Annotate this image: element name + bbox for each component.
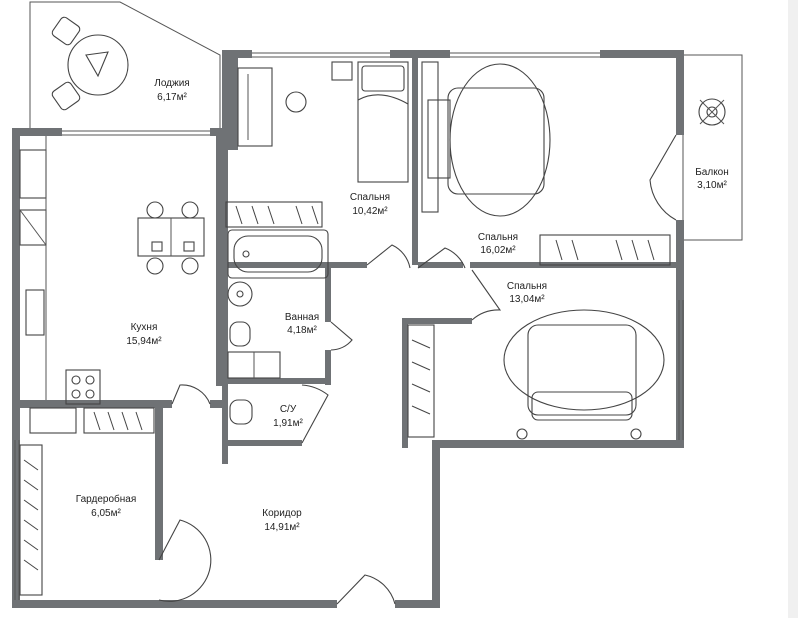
room-area: 1,91м² [273,418,303,429]
windows [14,52,684,600]
room-area: 10,42м² [352,206,388,217]
kitchen-furniture [19,136,205,434]
doors [158,134,677,605]
room-area: 4,18м² [287,325,317,336]
room-name: Спальня [350,192,390,203]
room-name: Ванная [285,312,319,323]
room-label-bedroom1: Спальня 10,42м² [350,192,390,217]
room-name: Балкон [695,167,729,178]
room-label-wardrobe: Гардеробная 6,05м² [76,493,137,519]
wardrobe-shelves [19,411,143,596]
room-name: Коридор [262,508,302,519]
room-area: 13,04м² [509,294,545,305]
room-area: 14,91м² [264,522,300,533]
room-area: 16,02м² [480,245,516,256]
loggia-furniture [51,16,129,111]
bedroom2-furniture [421,61,671,266]
bathroom-fixtures [227,281,281,425]
room-label-wc: С/У 1,91м² [273,404,303,429]
room-name: Кухня [131,322,158,333]
room-label-bedroom3: Спальня 13,04м² [507,281,547,305]
room-label-corridor: Коридор 14,91м² [262,508,302,533]
bedroom1-furniture [225,61,409,228]
room-label-kitchen: Кухня 15,94м² [126,322,162,347]
room-name: С/У [280,404,297,415]
room-name: Спальня [478,232,518,243]
scrollbar[interactable] [788,0,798,618]
room-area: 6,05м² [91,508,121,519]
room-label-bathroom: Ванная 4,18м² [285,312,319,336]
room-label-bedroom2: Спальня 16,02м² [478,232,518,256]
room-label-loggia: Лоджия 6,17м² [154,78,189,103]
room-name: Спальня [507,281,547,292]
room-name: Лоджия [154,78,189,89]
room-area: 6,17м² [157,92,187,103]
room-area: 15,94м² [126,336,162,347]
bathtub [227,229,329,279]
room-label-balcony: Балкон 3,10м² [695,167,729,191]
plant-icon [698,98,726,126]
walls [12,50,684,608]
room-name: Гардеробная [76,493,137,505]
balcony-outline [682,54,743,241]
loggia-outline [29,1,221,136]
bedroom3-furniture [407,309,665,440]
room-area: 3,10м² [697,180,727,191]
